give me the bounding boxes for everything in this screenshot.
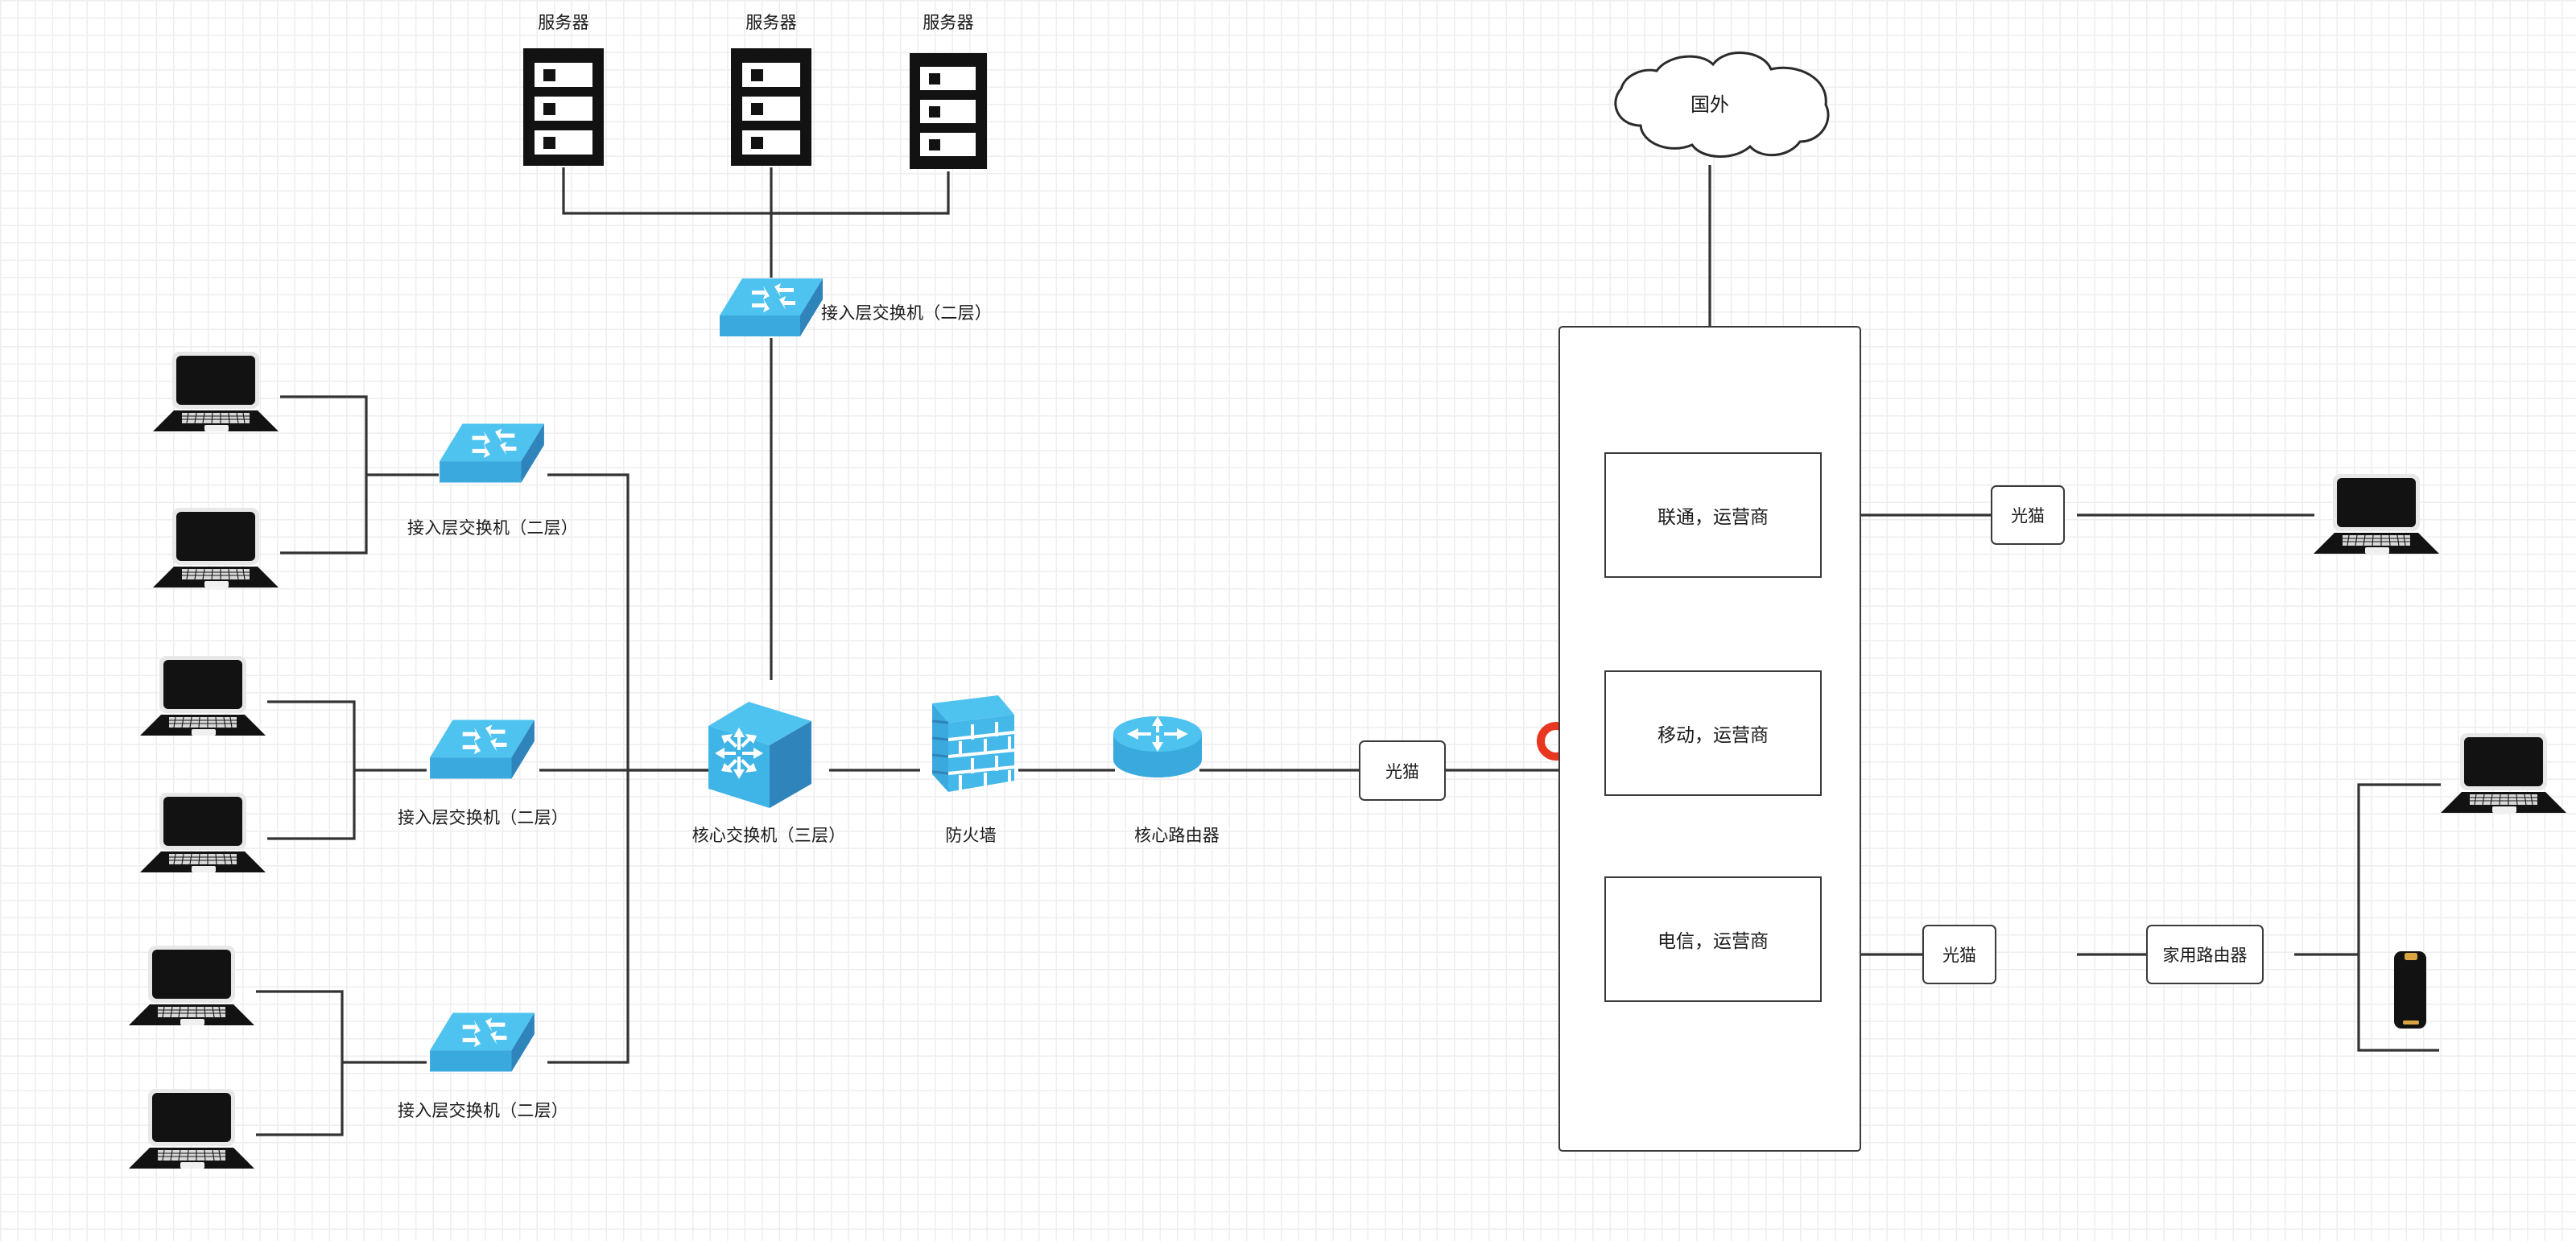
- access-switch-server-farm-label: 接入层交换机（二层）: [821, 304, 992, 323]
- server-icon: [731, 48, 811, 166]
- laptop-icon: [129, 946, 254, 1025]
- core-switch-label: 核心交换机（三层）: [691, 827, 846, 845]
- modem-core[interactable]: 光猫: [1359, 740, 1446, 801]
- laptop-icon: [2314, 474, 2439, 554]
- laptop-home-top[interactable]: [2312, 472, 2441, 559]
- cloud-overseas[interactable]: 国外: [1579, 42, 1840, 167]
- laptop-icon: [140, 793, 266, 872]
- server-icon: [910, 53, 987, 169]
- core-switch-icon: [708, 702, 811, 808]
- home-router-label: 家用路由器: [2162, 946, 2248, 965]
- isp-unicom-label: 联通，运营商: [1657, 506, 1769, 527]
- smartphone[interactable]: [2392, 950, 2428, 1030]
- firewall-label: 防火墙: [945, 827, 997, 845]
- router-icon: [1113, 716, 1202, 777]
- access-switch-bottom-label: 接入层交换机（二层）: [398, 1102, 568, 1120]
- switch-icon: [440, 423, 544, 483]
- server-2-label: 服务器: [745, 14, 797, 32]
- access-switch-middle-label: 接入层交换机（二层）: [398, 809, 568, 827]
- phone-icon: [2394, 951, 2426, 1029]
- access-switch-server-farm[interactable]: [715, 274, 828, 343]
- switch-icon: [430, 1012, 535, 1072]
- access-switch-bottom[interactable]: [425, 1008, 539, 1078]
- modem-home-top[interactable]: 光猫: [1991, 485, 2065, 545]
- laptop-icon: [153, 352, 279, 431]
- server-2[interactable]: [729, 47, 813, 167]
- cloud-icon: [1614, 52, 1830, 158]
- isp-mobile[interactable]: 移动，运营商: [1604, 670, 1822, 796]
- laptop-2[interactable]: [151, 505, 280, 592]
- modem-home-top-label: 光猫: [2011, 507, 2045, 526]
- home-router[interactable]: 家用路由器: [2146, 925, 2264, 984]
- switch-icon: [430, 719, 535, 779]
- server-1-label: 服务器: [538, 14, 589, 32]
- access-switch-top-label: 接入层交换机（二层）: [407, 519, 578, 538]
- firewall-icon: [931, 695, 1015, 792]
- laptop-home-bottom[interactable]: [2439, 731, 2568, 818]
- isp-mobile-label: 移动，运营商: [1657, 724, 1769, 745]
- core-switch[interactable]: [707, 699, 829, 819]
- switch-icon: [720, 278, 823, 336]
- server-1[interactable]: [522, 47, 605, 167]
- laptop-icon: [129, 1089, 254, 1169]
- laptop-icon: [153, 508, 279, 588]
- laptop-5[interactable]: [127, 943, 256, 1030]
- firewall[interactable]: [918, 694, 1021, 808]
- isp-telecom[interactable]: 电信，运营商: [1604, 876, 1822, 1002]
- laptop-3[interactable]: [138, 653, 267, 740]
- laptop-icon: [2441, 733, 2566, 813]
- core-router[interactable]: [1111, 710, 1204, 790]
- modem-core-label: 光猫: [1385, 762, 1419, 781]
- laptop-4[interactable]: [138, 790, 267, 877]
- server-icon: [523, 48, 604, 166]
- modem-home-bottom[interactable]: 光猫: [1922, 925, 1996, 984]
- access-switch-top[interactable]: [435, 418, 549, 489]
- isp-telecom-label: 电信，运营商: [1657, 930, 1769, 951]
- access-switch-middle[interactable]: [425, 715, 539, 785]
- server-3[interactable]: [908, 52, 989, 171]
- modem-home-bottom-label: 光猫: [1942, 946, 1976, 965]
- cloud-label: 国外: [1690, 94, 1729, 116]
- core-router-label: 核心路由器: [1134, 827, 1220, 845]
- isp-unicom[interactable]: 联通，运营商: [1604, 452, 1822, 578]
- server-3-label: 服务器: [923, 14, 974, 32]
- laptop-icon: [140, 656, 266, 736]
- laptop-1[interactable]: [151, 349, 280, 436]
- laptop-6[interactable]: [127, 1086, 256, 1173]
